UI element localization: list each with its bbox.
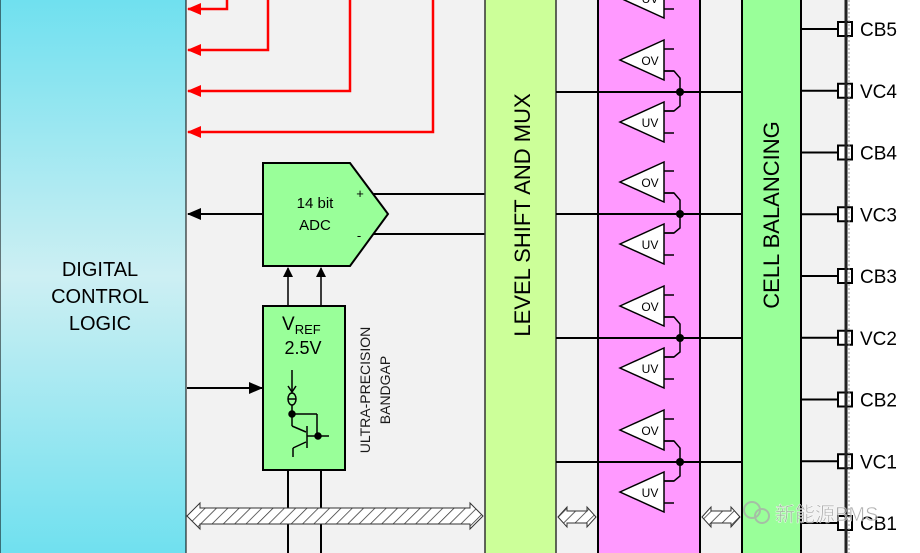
junction-dot [676, 88, 684, 96]
uv-label: UV [642, 238, 659, 252]
digital-control-logic-block: DIGITAL CONTROL LOGIC [0, 0, 187, 553]
ov-label: OV [641, 424, 658, 438]
adc-label-1: 14 bit [297, 195, 335, 212]
fault-line-3 [187, 0, 352, 97]
pin-label: CB4 [860, 144, 897, 165]
digital-label-1: DIGITAL [62, 259, 138, 281]
vref-label: VREF [282, 314, 321, 337]
watermark-text: 新能源BMS [775, 503, 878, 526]
junction-dot [676, 458, 684, 466]
ov-label: OV [641, 176, 658, 190]
pin-vc2: VC2 [801, 329, 897, 350]
ov-label: OV [641, 54, 658, 68]
adc-minus: - [357, 228, 361, 243]
fault-signal-lines [187, 0, 435, 138]
uv-label: UV [642, 362, 659, 376]
bus-arrow-small-2 [701, 505, 741, 529]
adc-label-2: ADC [299, 217, 331, 234]
cell-balancing-label: CELL BALANCING [759, 121, 784, 308]
ov-label: OV [641, 300, 658, 314]
ov-comparator: OV [618, 38, 674, 82]
uv-comparator: UV [618, 470, 674, 514]
uv-comparator: UV [618, 100, 674, 144]
pin-label: CB2 [860, 391, 897, 412]
uv-comparator: UV [618, 346, 674, 390]
uv-label: UV [642, 116, 659, 130]
bandgap-transistor-icon [287, 370, 329, 457]
pin-label: CB5 [860, 20, 897, 41]
uv-label: UV [642, 0, 659, 6]
fault-line-1 [187, 0, 229, 15]
pin-label: VC4 [860, 82, 897, 103]
watermark: 新能源BMS [743, 501, 879, 526]
fault-line-2 [187, 0, 270, 56]
comparator-band [597, 0, 701, 553]
uv-comparator: UV [622, 0, 674, 20]
bus-arrow-small-1 [557, 505, 597, 529]
uv-label: UV [642, 486, 659, 500]
bandgap-label-1: ULTRA-PRECISION [357, 327, 373, 454]
adc-block: 14 bit ADC + - [187, 162, 485, 267]
pin-label: CB1 [860, 514, 897, 535]
fault-line-4 [187, 0, 435, 138]
vref-block: VREF 2.5V ULTRA-PRECISION BANDGAP [187, 267, 393, 553]
pin-label: VC1 [860, 452, 897, 473]
digital-label-3: LOGIC [69, 313, 131, 335]
ov-comparator: OV [618, 160, 674, 204]
pin-label: VC3 [860, 205, 897, 226]
vref-value: 2.5V [284, 338, 321, 358]
digital-label-2: CONTROL [51, 286, 149, 308]
level-shift-label: LEVEL SHIFT AND MUX [510, 93, 535, 337]
pin-label: CB3 [860, 267, 897, 288]
data-bus-arrow [186, 501, 484, 531]
junction-dot [676, 334, 684, 342]
cell-balancing-block: CELL BALANCING [741, 0, 802, 553]
level-shift-mux-block: LEVEL SHIFT AND MUX [484, 0, 557, 553]
ov-comparator: OV [618, 408, 674, 452]
pin-label: VC2 [860, 329, 897, 350]
bandgap-label-2: BANDGAP [377, 356, 393, 424]
adc-plus: + [356, 186, 364, 201]
junction-dot [676, 210, 684, 218]
